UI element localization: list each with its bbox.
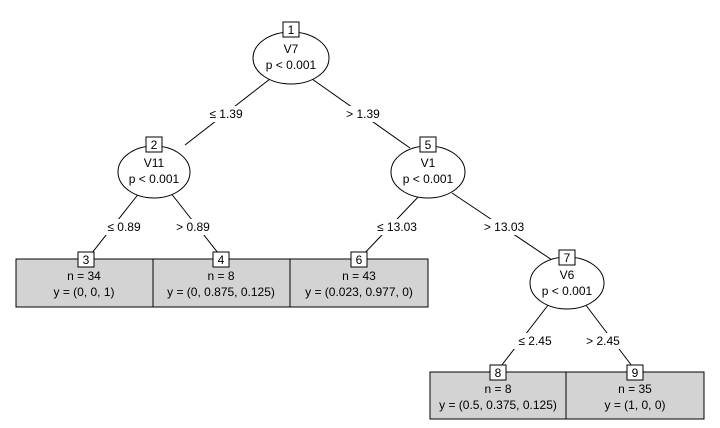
node-variable: V1 (421, 156, 436, 170)
node-id: 5 (425, 138, 432, 152)
edge-label-7-9: > 2.45 (580, 333, 626, 349)
edge-label-1-5: > 1.39 (341, 106, 385, 122)
node-id: 7 (564, 251, 571, 265)
edge-label-text: ≤ 1.39 (209, 107, 243, 121)
node-id: 4 (218, 253, 225, 267)
edge-label-text: > 0.89 (176, 220, 210, 234)
leaf-y: y = (0, 0.875, 0.125) (167, 285, 275, 299)
edge-labels: ≤ 1.39 > 1.39 ≤ 0.89 > 0.89 ≤ 13.03 > 13… (101, 106, 626, 349)
inner-node-1: 1 V7 p < 0.001 (252, 21, 330, 85)
inner-node-5: 5 V1 p < 0.001 (390, 136, 466, 199)
edge-label-text: > 2.45 (586, 334, 620, 348)
leaf-node-9: 9 n = 35 y = (1, 0, 0) (565, 364, 705, 420)
node-variable: V7 (284, 42, 299, 56)
leaf-node-8: 8 n = 8 y = (0.5, 0.375, 0.125) (429, 364, 567, 420)
node-variable: V11 (144, 156, 165, 170)
leaf-n: n = 43 (342, 269, 376, 283)
edge-label-text: > 1.39 (346, 107, 380, 121)
leaf-y: y = (0, 0, 1) (53, 285, 114, 299)
edge-label-7-8: ≤ 2.45 (512, 333, 558, 349)
node-id: 3 (83, 253, 90, 267)
edge-label-5-6: ≤ 13.03 (370, 219, 424, 235)
node-p-value: p < 0.001 (129, 172, 180, 186)
leaf-n: n = 8 (207, 269, 234, 283)
edge-label-text: ≤ 0.89 (107, 220, 141, 234)
leaf-n: n = 35 (618, 382, 652, 396)
edge-label-text: ≤ 2.45 (518, 334, 552, 348)
node-id: 9 (632, 366, 639, 380)
leaf-y: y = (1, 0, 0) (604, 398, 665, 412)
leaf-node-6: 6 n = 43 y = (0.023, 0.977, 0) (289, 251, 429, 308)
leaf-node-3: 3 n = 34 y = (0, 0, 1) (15, 251, 154, 308)
node-p-value: p < 0.001 (403, 172, 454, 186)
node-p-value: p < 0.001 (542, 284, 593, 298)
edge-label-2-3: ≤ 0.89 (101, 219, 147, 235)
edge-label-2-4: > 0.89 (170, 219, 216, 235)
node-id: 8 (495, 366, 502, 380)
edge-label-text: > 13.03 (484, 220, 525, 234)
node-id: 1 (288, 23, 295, 37)
node-id: 2 (151, 138, 158, 152)
edge-label-text: ≤ 13.03 (377, 220, 417, 234)
leaf-n: n = 8 (484, 382, 511, 396)
leaf-y: y = (0.5, 0.375, 0.125) (439, 398, 557, 412)
edge-label-1-2: ≤ 1.39 (204, 106, 248, 122)
leaf-y: y = (0.023, 0.977, 0) (305, 285, 413, 299)
edge-label-5-7: > 13.03 (477, 219, 531, 235)
leaf-n: n = 34 (67, 269, 101, 283)
leaf-node-4: 4 n = 8 y = (0, 0.875, 0.125) (152, 251, 291, 308)
inner-node-2: 2 V11 p < 0.001 (117, 136, 191, 199)
node-variable: V6 (560, 268, 575, 282)
inner-node-7: 7 V6 p < 0.001 (529, 249, 605, 310)
node-p-value: p < 0.001 (266, 58, 317, 72)
node-id: 6 (356, 253, 363, 267)
